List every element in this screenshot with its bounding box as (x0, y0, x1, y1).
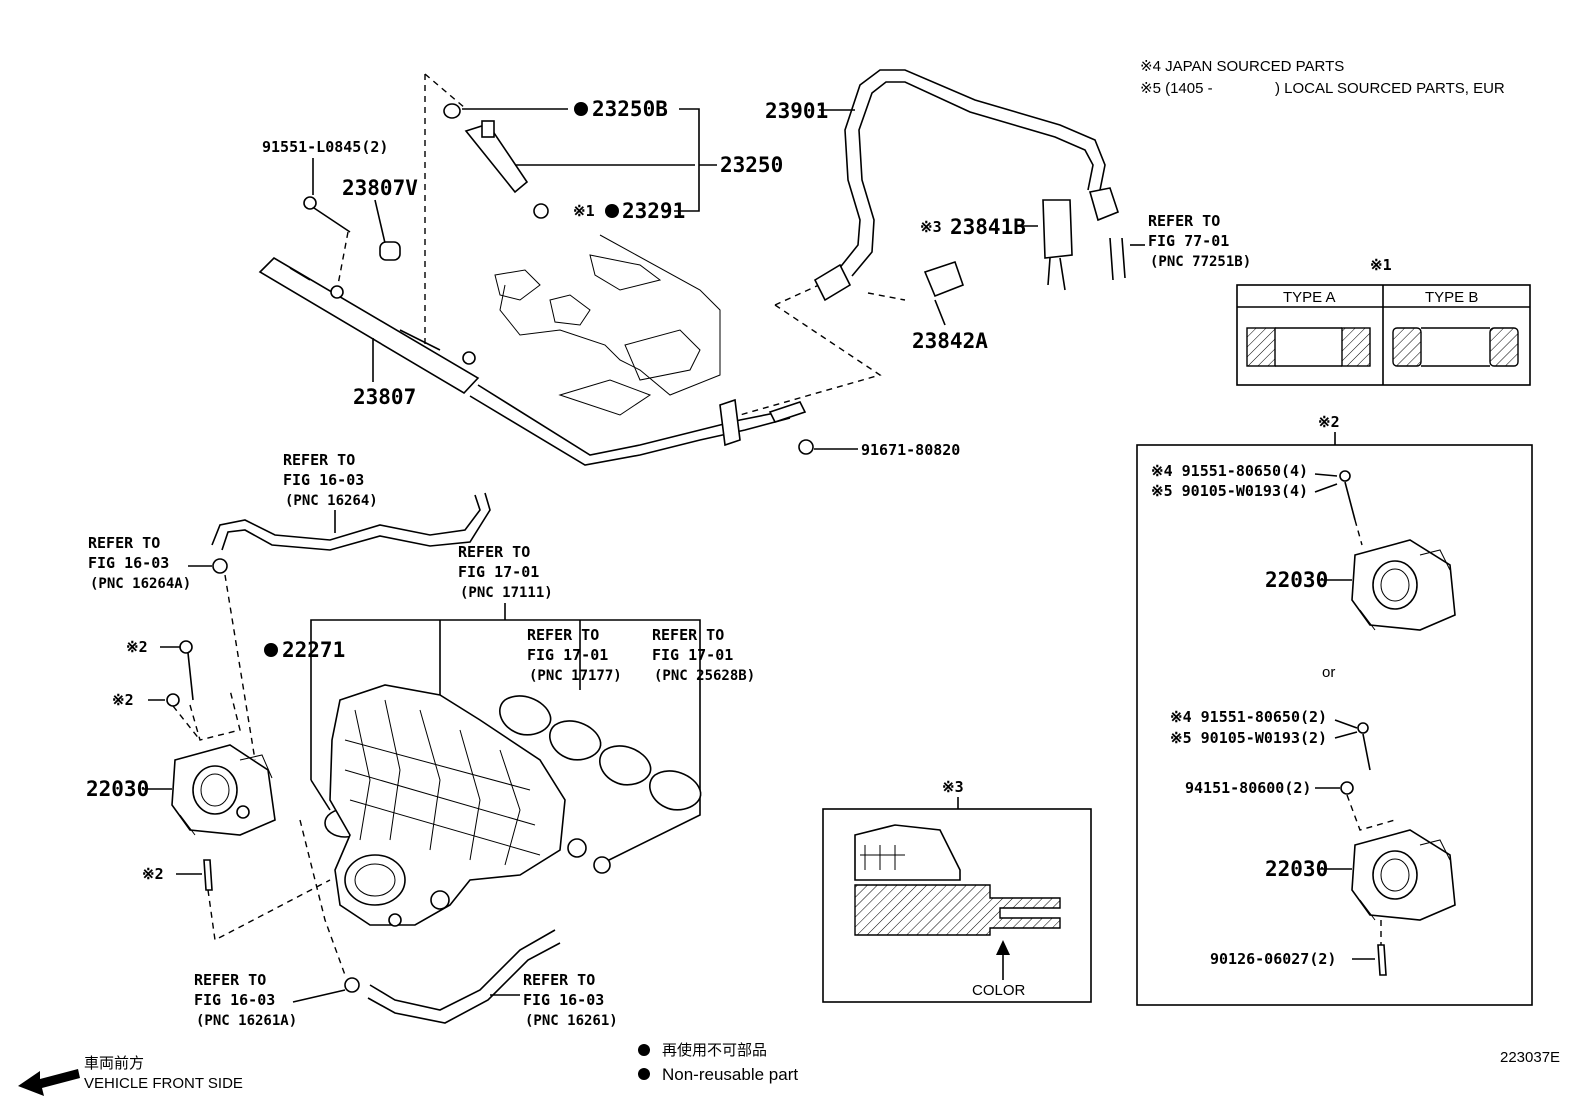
fuel-hose-group (813, 69, 1119, 302)
label-23807V: 23807V (342, 176, 418, 200)
type-box-mark: ※1 (1370, 256, 1392, 274)
legend-en: Non-reusable part (662, 1065, 798, 1084)
label-23250: 23250 (720, 153, 783, 177)
fuel-delivery-collar (379, 241, 401, 261)
nonreusable-dot-icon (264, 643, 278, 657)
manifold-port-ring (567, 838, 587, 858)
refer-17177-line1: REFER TO (527, 626, 599, 644)
refer-25628B-line1: REFER TO (652, 626, 724, 644)
hose-clip-23842A (923, 260, 965, 298)
legend-dot-icon (638, 1044, 650, 1056)
right-box-b1: ※4 91551-80650(2) (1170, 708, 1327, 726)
refer-16261-line3: (PNC 16261) (525, 1013, 618, 1029)
refer-16264A-line2: FIG 16-03 (88, 554, 169, 572)
bolt-91671-icon (798, 439, 814, 455)
front-en: VEHICLE FRONT SIDE (84, 1075, 243, 1092)
refer-25628B-line3: (PNC 25628B) (654, 668, 755, 684)
right-box-b5: 90126-06027(2) (1210, 950, 1336, 968)
right-box-mark: ※2 (1318, 413, 1340, 431)
refer-77-line1: REFER TO (1148, 212, 1220, 230)
refer-77-line3: (PNC 77251B) (1150, 254, 1251, 270)
hose-clip-16261A (344, 977, 360, 993)
label-23291: 23291 (622, 199, 685, 223)
manifold-o-ring (593, 856, 611, 874)
clamp-23841B (1042, 199, 1073, 259)
injector-o-ring (443, 103, 461, 119)
type-a-label: TYPE A (1283, 289, 1336, 306)
label-23807: 23807 (353, 385, 416, 409)
legend-dot-icon (638, 1068, 650, 1080)
right-box-a3: 22030 (1265, 568, 1328, 592)
label-mark2-nut: ※2 (112, 691, 134, 709)
throttle-body-left (171, 744, 276, 836)
refer-16261-line1: REFER TO (523, 971, 595, 989)
legend-jp: 再使用不可部品 (662, 1042, 767, 1059)
figure-id: 223037E (1500, 1049, 1560, 1066)
label-91551-L0845: 91551-L0845(2) (262, 138, 388, 156)
note-local-sourced-prefix: ※5 (1405 - (1140, 80, 1213, 97)
right-box-a2: ※5 90105-W0193(4) (1151, 482, 1308, 500)
bolt-head (303, 196, 317, 210)
label-mark3-clamp: ※3 (920, 218, 942, 236)
intake-manifold-gasket (499, 695, 702, 811)
refer-16264-line2: FIG 16-03 (283, 471, 364, 489)
nonreusable-dot-icon (574, 102, 588, 116)
right-box-b4: 22030 (1265, 857, 1328, 881)
right-box-b2: ※5 90105-W0193(2) (1170, 729, 1327, 747)
refer-16261A-line2: FIG 16-03 (194, 991, 275, 1009)
refer-16264-line3: (PNC 16264) (285, 493, 378, 509)
refer-25628B-line2: FIG 17-01 (652, 646, 733, 664)
throttle-body-upper (1351, 539, 1456, 631)
intake-manifold (329, 684, 566, 927)
label-mark2-stud: ※2 (142, 865, 164, 883)
refer-16264A-line3: (PNC 16264A) (90, 576, 191, 592)
label-23842A: 23842A (912, 329, 988, 353)
fuel-injector (464, 123, 529, 194)
fuel-injector-group: 23250B 23250 ※1 23291 (443, 97, 783, 223)
vehicle-front-arrow-icon (18, 1069, 80, 1096)
throttle-body-alt-box: ※2 ※4 91551-80650(4) ※5 90105-W0193(4) 2… (1136, 413, 1533, 1006)
refer-17111-line1: REFER TO (458, 543, 530, 561)
refer-16261-line2: FIG 16-03 (523, 991, 604, 1009)
refer-17111-line3: (PNC 17111) (460, 585, 553, 601)
injector-connector (481, 120, 495, 138)
clamp-color-box: ※3 COLOR (822, 778, 1092, 1003)
right-box-or: or (1322, 664, 1335, 681)
refer-16264A-line1: REFER TO (88, 534, 160, 552)
label-mark2-bolt: ※2 (126, 638, 148, 656)
color-box-mark: ※3 (942, 778, 964, 796)
right-box-b3: 94151-80600(2) (1185, 779, 1311, 797)
right-box-a1: ※4 91551-80650(4) (1151, 462, 1308, 480)
color-label: COLOR (972, 982, 1026, 999)
bolt-shaft (313, 207, 351, 233)
hose-clip-16264A (212, 558, 228, 574)
hose-quick-connector (1088, 187, 1119, 222)
refer-17111-line2: FIG 17-01 (458, 563, 539, 581)
refer-17177-line2: FIG 17-01 (527, 646, 608, 664)
label-91671-80820: 91671-80820 (861, 441, 960, 459)
front-jp: 車両前方 (84, 1055, 144, 1072)
nonreusable-dot-icon (605, 204, 619, 218)
label-23901: 23901 (765, 99, 828, 123)
label-22030-left: 22030 (86, 777, 149, 801)
label-22271: 22271 (282, 638, 345, 662)
note-local-sourced-suffix: ) LOCAL SOURCED PARTS, EUR (1275, 80, 1505, 97)
label-mark1: ※1 (573, 202, 595, 220)
refer-16261A-line3: (PNC 16261A) (196, 1013, 297, 1029)
hose-end-fitting (813, 263, 852, 302)
label-23250B: 23250B (592, 97, 668, 121)
engine-head-outline (494, 234, 721, 416)
throttle-body-lower (1351, 829, 1456, 921)
label-23841B: 23841B (950, 215, 1026, 239)
refer-17177-line3: (PNC 17177) (529, 668, 622, 684)
note-japan-sourced: ※4 JAPAN SOURCED PARTS (1140, 58, 1344, 75)
type-b-label: TYPE B (1425, 289, 1478, 306)
refer-16261A-line1: REFER TO (194, 971, 266, 989)
injector-insulator (533, 203, 549, 219)
fuel-delivery-pipe (258, 256, 807, 466)
type-comparison-box: ※1 TYPE A TYPE B (1236, 256, 1531, 386)
refer-77-line2: FIG 77-01 (1148, 232, 1229, 250)
refer-16264-line1: REFER TO (283, 451, 355, 469)
